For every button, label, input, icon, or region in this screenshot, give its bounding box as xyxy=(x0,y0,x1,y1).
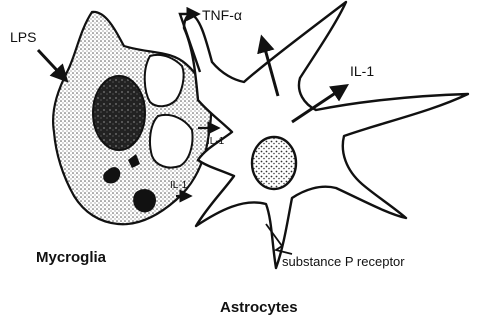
lps-label: LPS xyxy=(10,29,36,45)
il1-lower-label: IL-1 xyxy=(170,180,188,191)
microglia-vacuole-upper xyxy=(145,55,184,106)
microglia-nucleus xyxy=(93,76,145,150)
tnf-alpha-label: TNF-α xyxy=(202,7,242,23)
il1-upper-label: IL-1 xyxy=(207,136,225,147)
il1-main-label: IL-1 xyxy=(350,63,374,79)
astrocyte-nucleus xyxy=(252,137,296,189)
astrocytes-label: Astrocytes xyxy=(220,299,298,316)
microglia-vacuole-lower xyxy=(150,115,193,168)
lps-arrow xyxy=(38,50,66,80)
substance-p-receptor-label: substance P receptor xyxy=(282,254,405,269)
microglia-label: Mycroglia xyxy=(36,249,107,266)
astrocyte-cell-body xyxy=(184,2,468,268)
